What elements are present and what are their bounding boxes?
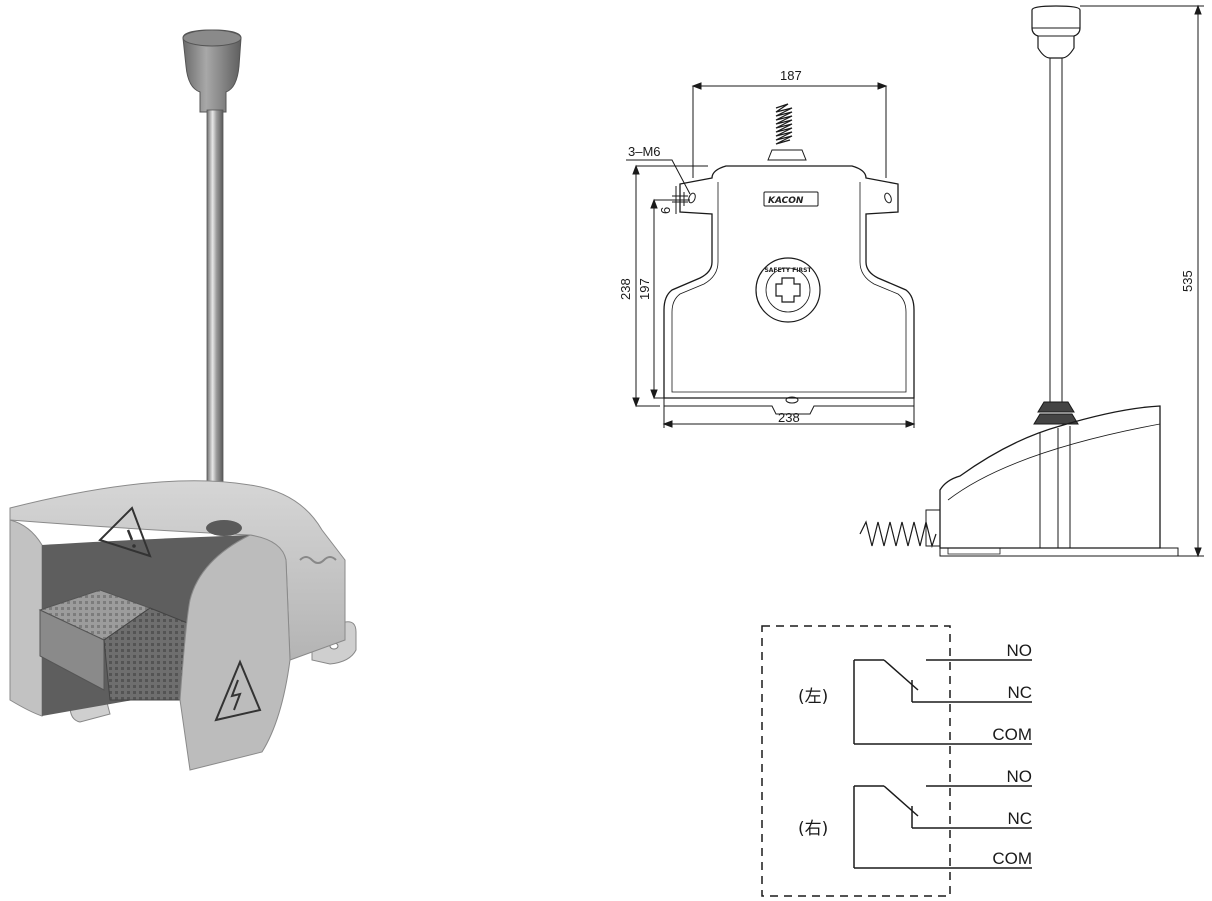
dim-side-height: 535 <box>1180 270 1195 292</box>
front-view-drawing <box>626 82 916 428</box>
warning-triangle-icon <box>98 506 152 558</box>
dim-width-bottom: 238 <box>778 410 800 425</box>
switch-left-label: (左) <box>798 687 828 707</box>
terminal-nc-1: NC <box>1007 683 1032 702</box>
safety-badge-text: SAFETY FIRST <box>764 267 812 274</box>
terminal-no-2: NO <box>1007 767 1033 786</box>
dim-mount-holes: 3–M6 <box>628 144 661 159</box>
high-voltage-icon <box>214 659 262 722</box>
wiring-diagram <box>761 625 1032 897</box>
switch-right-label: (右) <box>798 819 828 839</box>
terminal-no-1: NO <box>1007 641 1033 660</box>
rod <box>206 109 224 531</box>
terminal-nc-2: NC <box>1007 809 1032 828</box>
knob <box>182 29 242 113</box>
terminal-com-2: COM <box>992 849 1032 868</box>
side-view-drawing <box>859 4 1204 558</box>
terminal-com-1: COM <box>992 725 1032 744</box>
dim-height-inner: 197 <box>637 278 652 300</box>
dim-width-top: 187 <box>780 68 802 83</box>
product-photo <box>5 16 357 771</box>
dim-hole-offset: 6 <box>658 207 673 214</box>
dim-height-total: 238 <box>618 278 633 300</box>
brand-logo: KACON <box>768 196 804 206</box>
